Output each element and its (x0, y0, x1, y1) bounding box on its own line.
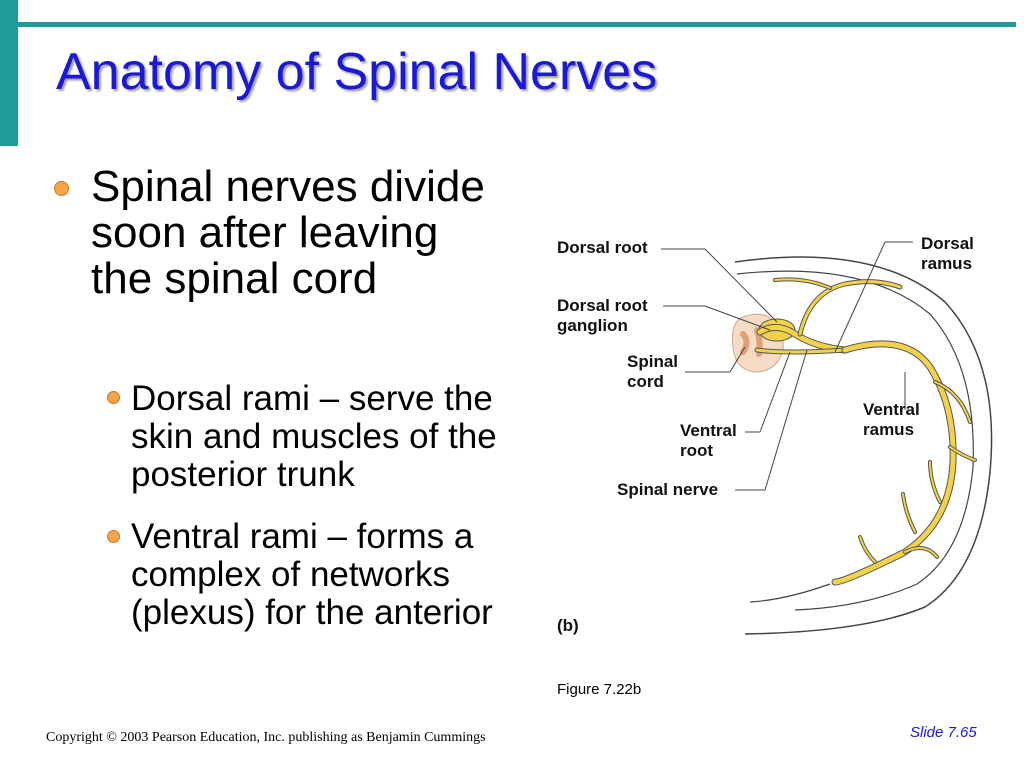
bullet-dot-icon (107, 391, 120, 404)
spinal-nerve-figure: Dorsal root Dorsal root ganglion Spinal … (545, 222, 1015, 652)
bullet-ventral-rami: Ventral rami – forms a complex of networ… (131, 517, 493, 632)
label-dorsal-root: Dorsal root (557, 238, 648, 257)
label-spinal-nerve: Spinal nerve (617, 480, 719, 499)
label-spinal-cord-line1: Spinal (627, 352, 679, 371)
bullet-dot-icon (107, 530, 120, 543)
slide-title: Anatomy of Spinal Nerves (56, 43, 658, 101)
bullet-dorsal-rami: Dorsal rami – serve the skin and muscles… (131, 379, 497, 494)
label-ventral-root-line2: root (680, 441, 714, 460)
label-panel-b: (b) (557, 616, 579, 635)
accent-bar-left (0, 0, 18, 146)
label-ventral-root-line1: Ventral (680, 421, 737, 440)
label-dorsal-root-ganglion-line2: ganglion (557, 316, 628, 335)
spinal-nerve-illustration (661, 241, 993, 635)
label-ventral-ramus-line2: ramus (863, 420, 915, 439)
label-dorsal-root-ganglion-line1: Dorsal root (557, 296, 648, 315)
slide-number: Slide 7.65 (910, 724, 977, 741)
bullet-main: Spinal nerves divide soon after leaving … (91, 162, 485, 303)
copyright-footer: Copyright © 2003 Pearson Education, Inc.… (46, 730, 486, 745)
accent-bar-top (18, 22, 1016, 27)
bullet-dot-icon (54, 181, 69, 196)
label-dorsal-ramus-line1: Dorsal (921, 234, 974, 253)
label-spinal-cord-line2: cord (627, 372, 664, 391)
label-ventral-ramus-line1: Ventral (863, 400, 920, 419)
figure-caption: Figure 7.22b (557, 681, 642, 698)
label-dorsal-ramus-line2: ramus (921, 254, 973, 273)
